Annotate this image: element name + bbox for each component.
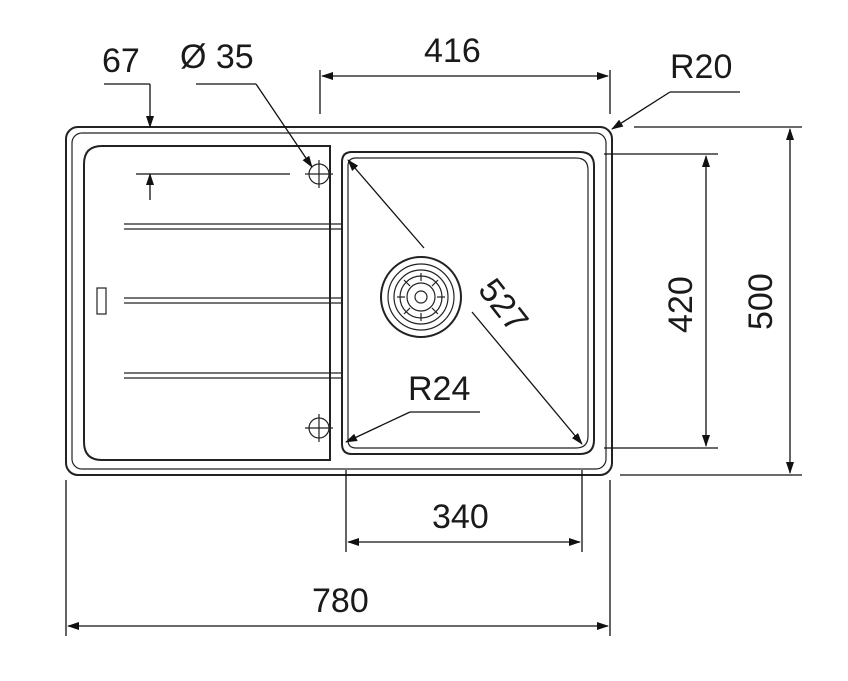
overall-depth-label: 500	[742, 273, 780, 330]
dimension-outer-radius: R20	[611, 48, 740, 130]
strainer-drain	[380, 256, 462, 338]
dimension-bowl-radius: R24	[345, 370, 480, 443]
dimension-bowl-depth: 420	[604, 153, 718, 449]
bowl-radius-label: R24	[408, 370, 470, 408]
tap-diameter-label: Ø 35	[180, 38, 254, 76]
dimension-tap-offset: 67	[102, 42, 290, 200]
dimension-overall-depth: 500	[620, 126, 802, 476]
outer-radius-label: R20	[670, 48, 732, 86]
bowl-outline	[341, 151, 595, 455]
bowl-diagonal-label: 527	[471, 272, 536, 340]
dimension-overall-width: 780	[65, 480, 611, 636]
top-span-label: 416	[424, 32, 481, 70]
overflow-slot	[96, 287, 107, 315]
sink-inner-rim	[71, 132, 607, 470]
bowl-width-label: 340	[432, 498, 489, 536]
tap-hole-top	[305, 160, 333, 188]
drainer-tray	[83, 145, 331, 461]
dimension-bowl-width: 340	[345, 470, 583, 552]
sink-body	[65, 126, 613, 476]
tap-hole-bottom	[305, 414, 333, 442]
overall-width-label: 780	[312, 582, 369, 620]
dimension-top-span: 416	[319, 32, 611, 114]
sink-outer-rim	[65, 126, 613, 476]
dimension-tap-diameter: Ø 35	[180, 38, 313, 168]
tap-offset-label: 67	[102, 42, 140, 80]
bowl-depth-label: 420	[662, 276, 700, 333]
